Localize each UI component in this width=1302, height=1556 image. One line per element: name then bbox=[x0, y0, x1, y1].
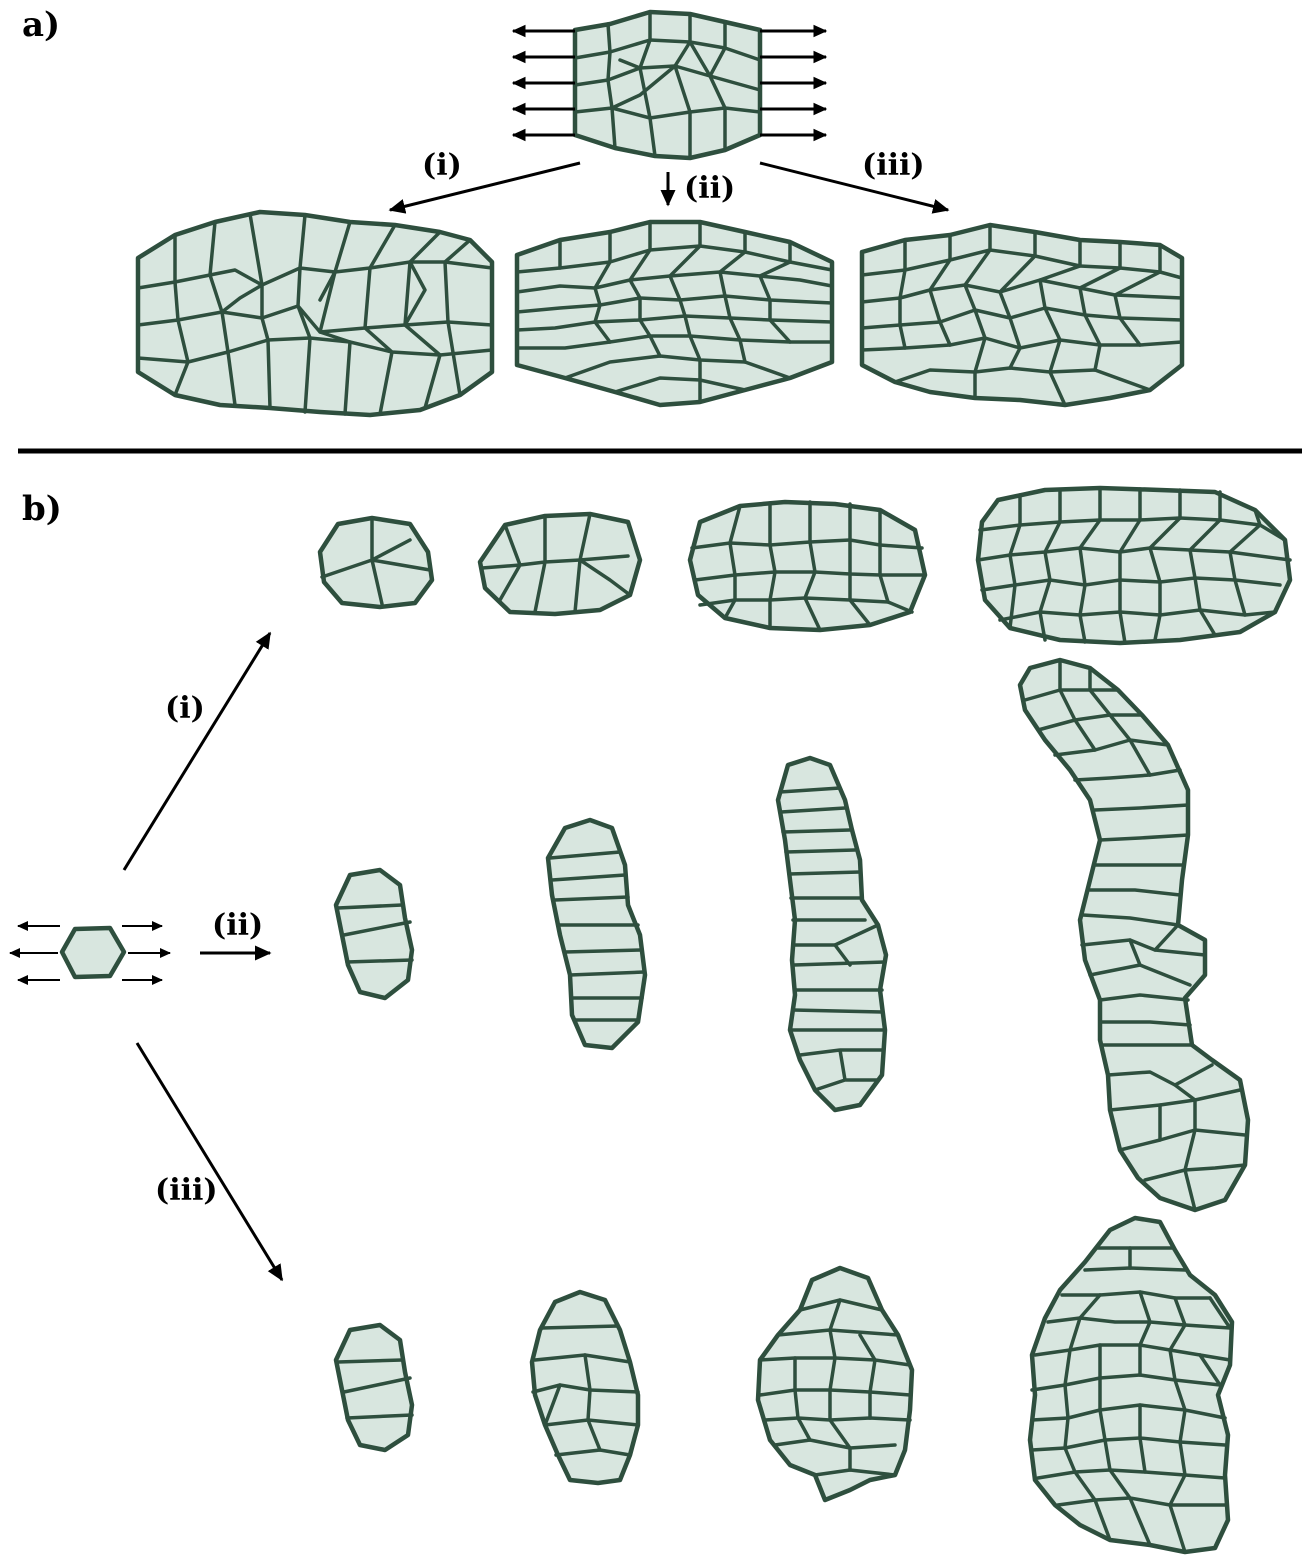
outcome-tissue-iii bbox=[862, 225, 1182, 405]
row-ii-stage-1 bbox=[336, 870, 412, 998]
panel-a-label: a) bbox=[22, 5, 60, 45]
panel-a-initial-tissue bbox=[575, 12, 760, 158]
pathway-arrow-iii bbox=[137, 1043, 282, 1280]
outcome-tissue-ii bbox=[517, 222, 832, 405]
panel-a-label-i: (i) bbox=[422, 148, 462, 183]
cluster-outline bbox=[320, 518, 432, 607]
row-iii-stage-3 bbox=[758, 1268, 912, 1500]
cluster-outline bbox=[978, 488, 1290, 643]
row-i-stage-3 bbox=[690, 502, 925, 630]
panel-a-label-iii: (iii) bbox=[862, 148, 925, 183]
panel-b-label-i: (i) bbox=[165, 691, 205, 726]
panel-b-label-iii: (iii) bbox=[155, 1173, 218, 1208]
panel-a-label-ii: (ii) bbox=[684, 171, 735, 206]
panel-b-label: b) bbox=[22, 489, 62, 529]
cluster-outline bbox=[480, 514, 640, 614]
cluster-outline bbox=[690, 502, 925, 630]
cell-outline bbox=[62, 928, 124, 977]
panel-b: b) (i) (ii) (iii) bbox=[10, 488, 1290, 1552]
row-i-stage-4 bbox=[978, 488, 1290, 643]
panel-a: a) (i) bbox=[22, 5, 1182, 415]
tissue-outline bbox=[575, 12, 760, 158]
row-iii-stage-2 bbox=[532, 1292, 638, 1483]
cluster-outline bbox=[1020, 660, 1248, 1210]
row-ii-stage-3 bbox=[778, 758, 886, 1110]
row-iii-stage-4 bbox=[1030, 1218, 1232, 1552]
row-i-stage-2 bbox=[480, 514, 640, 614]
row-i-stage-1 bbox=[320, 518, 432, 607]
outcome-arrow-i bbox=[390, 163, 580, 210]
cluster-outline bbox=[336, 1325, 412, 1450]
row-ii-stage-2 bbox=[548, 820, 645, 1048]
panel-b-label-ii: (ii) bbox=[212, 908, 263, 943]
tissue-outline bbox=[138, 212, 492, 415]
pathway-arrow-i bbox=[124, 633, 270, 870]
outcome-tissue-i bbox=[138, 212, 492, 415]
row-ii-stage-4 bbox=[1020, 660, 1248, 1210]
row-iii-stage-1 bbox=[336, 1325, 412, 1450]
seed-cell bbox=[10, 926, 170, 980]
